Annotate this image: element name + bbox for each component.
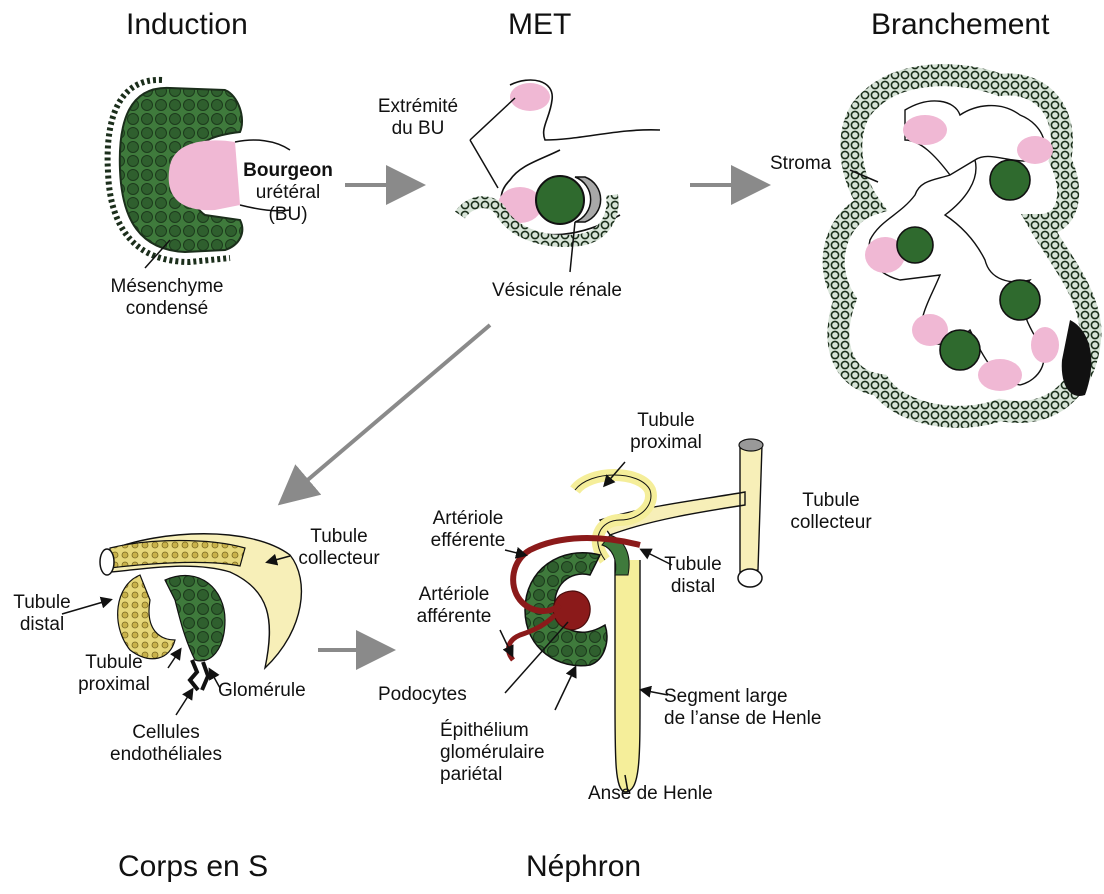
label-afferente-2: afférente — [404, 606, 504, 628]
label-cellules-2: endothéliales — [96, 744, 236, 766]
label-glomerule: Glomérule — [218, 680, 306, 702]
label-cellules: Cellules endothéliales — [96, 722, 236, 766]
label-extremite-2: du BU — [368, 118, 468, 140]
cellules-pointer — [176, 690, 192, 715]
vesicule-pointer — [570, 222, 575, 272]
label-n-distal: Tubule distal — [658, 554, 728, 598]
title-corps-en-s: Corps en S — [118, 850, 268, 884]
label-s-collecteur-2: collecteur — [286, 548, 392, 570]
label-vesicule: Vésicule rénale — [492, 280, 622, 302]
label-s-collecteur: Tubule collecteur — [286, 526, 392, 570]
label-epithelium-1: Épithélium — [440, 720, 545, 742]
label-s-distal-2: distal — [8, 614, 76, 636]
label-n-collecteur-1: Tubule — [776, 490, 886, 512]
henle-descending — [615, 560, 640, 792]
label-n-distal-1: Tubule — [658, 554, 728, 576]
branch-tip-6 — [1031, 327, 1059, 363]
label-cellules-1: Cellules — [96, 722, 236, 744]
label-extremite-1: Extrémité — [368, 96, 468, 118]
label-efferente: Artériole efférente — [418, 508, 518, 552]
label-bourgeon-1: Bourgeon — [238, 160, 338, 182]
s-proximal-pointer — [168, 650, 180, 668]
label-s-distal-1: Tubule — [8, 592, 76, 614]
title-induction: Induction — [126, 8, 248, 42]
collecting-duct-bottom-opening — [738, 569, 762, 587]
label-n-proximal-2: proximal — [616, 432, 716, 454]
s-tubule-opening — [100, 549, 114, 575]
label-afferente-1: Artériole — [404, 584, 504, 606]
label-s-proximal-2: proximal — [64, 674, 164, 696]
label-n-proximal: Tubule proximal — [616, 410, 716, 454]
label-s-collecteur-1: Tubule — [286, 526, 392, 548]
title-branchement: Branchement — [871, 8, 1049, 42]
label-bourgeon: Bourgeon — [238, 160, 338, 182]
label-epithelium: Épithélium glomérulaire pariétal — [440, 720, 545, 786]
label-n-proximal-1: Tubule — [616, 410, 716, 432]
extremite-pointer-top — [470, 98, 515, 140]
label-efferente-2: efférente — [418, 530, 518, 552]
ureteric-bud-induction — [169, 140, 240, 210]
label-extremite: Extrémité du BU — [368, 96, 468, 140]
label-anse: Anse de Henle — [588, 783, 713, 805]
met-stage — [460, 80, 660, 272]
epithelium-pointer — [555, 668, 575, 710]
label-n-collecteur-2: collecteur — [776, 512, 886, 534]
label-mesenchyme-1: Mésenchyme — [92, 276, 242, 298]
label-segment: Segment large de l’anse de Henle — [664, 686, 821, 730]
collecting-duct-top-opening — [739, 439, 763, 451]
label-podocytes: Podocytes — [378, 684, 467, 706]
title-met: MET — [508, 8, 571, 42]
label-n-distal-2: distal — [658, 576, 728, 598]
label-afferente: Artériole afférente — [404, 584, 504, 628]
label-segment-2: de l’anse de Henle — [664, 708, 821, 730]
branch-tip-1 — [903, 115, 947, 145]
branch-tip-5 — [978, 359, 1022, 391]
renal-vesicle — [536, 176, 584, 224]
label-efferente-1: Artériole — [418, 508, 518, 530]
label-epithelium-2: glomérulaire — [440, 742, 545, 764]
label-s-proximal-1: Tubule — [64, 652, 164, 674]
label-s-proximal: Tubule proximal — [64, 652, 164, 696]
label-bourgeon-3: (BU) — [238, 204, 338, 226]
label-ureteral: urétéral (BU) — [238, 182, 338, 226]
s-glomerulus-cells — [190, 660, 208, 690]
label-epithelium-3: pariétal — [440, 764, 545, 786]
branchement-stage — [834, 75, 1092, 417]
label-bourgeon-2: urétéral — [238, 182, 338, 204]
label-segment-1: Segment large — [664, 686, 821, 708]
branch-tip-2 — [1017, 136, 1053, 164]
arrow-met-to-s-body — [290, 325, 490, 495]
label-mesenchyme-2: condensé — [92, 298, 242, 320]
label-stroma: Stroma — [770, 153, 831, 175]
glomerulus-tuft — [553, 591, 590, 630]
s-proximal-segment — [165, 576, 225, 661]
title-nephron: Néphron — [526, 850, 641, 884]
label-n-collecteur: Tubule collecteur — [776, 490, 886, 534]
label-mesenchyme: Mésenchyme condensé — [92, 276, 242, 320]
s-distal-segment — [118, 575, 175, 659]
extremite-pointer-bottom — [470, 140, 498, 188]
label-s-distal: Tubule distal — [8, 592, 76, 636]
met-bud-tip-top — [510, 83, 550, 111]
